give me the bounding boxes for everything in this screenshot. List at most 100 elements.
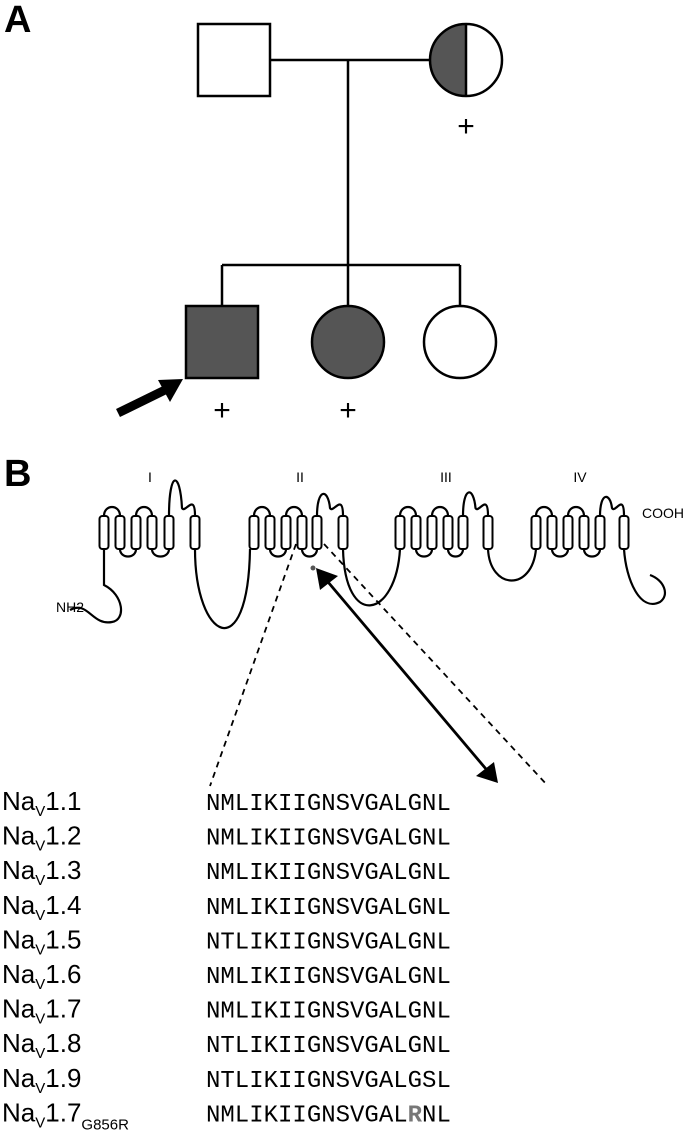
channel-name: NaV1.2	[2, 821, 81, 855]
channel-name-prefix: Na	[2, 786, 36, 816]
channel-name-prefix: Na	[2, 1028, 36, 1058]
channel-name-subscript: V	[35, 1114, 45, 1131]
channel-name: NaV1.3	[2, 855, 81, 889]
helix-d1-s6	[189, 515, 201, 550]
helix-d4-s6	[618, 515, 630, 550]
channel-name-prefix: Na	[2, 924, 36, 954]
daughter2-symbol	[422, 304, 498, 380]
helix-d4-s4	[578, 515, 590, 550]
helix-d2-s3	[280, 515, 292, 550]
channel-name-suffix: 1.6	[45, 959, 81, 989]
channel-name-prefix: Na	[2, 1063, 36, 1093]
helix-d1-s2	[114, 515, 126, 550]
c-terminus-label: COOH	[642, 505, 684, 521]
variant-subscript: G856R	[81, 1116, 129, 1133]
channel-name: NaV1.8	[2, 1028, 81, 1062]
helix-d3-s6	[482, 515, 494, 550]
alignment-row: NaV1.7 NMLIKIIGNSVGALGNL	[2, 994, 451, 1028]
channel-name-suffix: 1.2	[45, 821, 81, 851]
proband-marker: +	[213, 394, 231, 427]
helix-d2-s4	[296, 515, 308, 550]
sequence-after: NL	[422, 1102, 451, 1129]
channel-name: NaV1.6	[2, 959, 81, 993]
channel-name-subscript: V	[35, 941, 45, 958]
sequence: NMLIKIIGNSVGALGNL	[206, 791, 451, 818]
sequence: NMLIKIIGNSVGALGNL	[206, 999, 451, 1026]
helix-d1-s4	[146, 515, 158, 550]
daughter-symbol	[310, 304, 386, 380]
proband-symbol	[184, 304, 260, 380]
mutated-residue: R	[408, 1102, 423, 1129]
n-terminus-label: NH2	[56, 599, 84, 615]
sequence: NTLIKIIGNSVGALGNL	[206, 929, 451, 956]
channel-name-subscript: V	[35, 1045, 45, 1062]
domain-label-iv: IV	[573, 469, 587, 485]
channel-name-suffix: 1.9	[45, 1063, 81, 1093]
channel-name-prefix: Na	[2, 994, 36, 1024]
channel-name-suffix: 1.7	[45, 1097, 81, 1127]
channel-name-subscript: V	[35, 803, 45, 820]
alignment-row: NaV1.7G856R NMLIKIIGNSVGALRNL	[2, 1097, 451, 1133]
domain-label-i: I	[148, 469, 152, 485]
alignment-row: NaV1.9 NTLIKIIGNSVGALGSL	[2, 1063, 451, 1097]
domain-label-ii: II	[296, 469, 304, 485]
sequence: NTLIKIIGNSVGALGNL	[206, 1033, 451, 1060]
sequence: NMLIKIIGNSVGALGNL	[206, 964, 451, 991]
panel-b-label: B	[4, 453, 31, 495]
channel-backbone	[69, 479, 667, 630]
helix-d1-s1	[98, 515, 110, 550]
channel-name-suffix: 1.8	[45, 1028, 81, 1058]
helix-d3-s2	[410, 515, 422, 550]
channel-name-prefix: Na	[2, 890, 36, 920]
channel-name-suffix: 1.1	[45, 786, 81, 816]
sequence: NMLIKIIGNSVGALGNL	[206, 860, 451, 887]
father-symbol	[196, 22, 272, 98]
helix-d2-s6	[337, 515, 349, 550]
helix-d2-s2	[264, 515, 276, 550]
channel-name-subscript: V	[35, 1080, 45, 1097]
helix-d2-s5	[311, 515, 323, 550]
mother-symbol	[428, 22, 504, 98]
channel-name-prefix: Na	[2, 855, 36, 885]
domain-label-iii: III	[440, 469, 452, 485]
channel-name-subscript: V	[35, 872, 45, 889]
channel-name-subscript: V	[35, 976, 45, 993]
alignment-row: NaV1.1 NMLIKIIGNSVGALGNL	[2, 786, 451, 820]
helix-d3-s3	[426, 515, 438, 550]
helix-d2-s1	[248, 515, 260, 550]
channel-name-suffix: 1.5	[45, 924, 81, 954]
channel-name: NaV1.4	[2, 890, 81, 924]
helix-d1-s5	[163, 515, 175, 550]
helix-d1-s3	[130, 515, 142, 550]
sequence: NTLIKIIGNSVGALGSL	[206, 1068, 451, 1095]
channel-name-suffix: 1.4	[45, 890, 81, 920]
sequence-before: NMLIKIIGNSVGAL	[206, 1102, 408, 1129]
channel-name: NaV1.1	[2, 786, 81, 820]
helix-d4-s3	[562, 515, 574, 550]
channel-helices	[98, 515, 630, 550]
panel-a-label: A	[4, 0, 31, 41]
channel-name-prefix: Na	[2, 821, 36, 851]
sequence: NMLIKIIGNSVGALRNL	[206, 1102, 451, 1129]
proband-arrow-icon	[116, 379, 183, 418]
alignment-row: NaV1.5 NTLIKIIGNSVGALGNL	[2, 924, 451, 958]
helix-d3-s1	[394, 515, 406, 550]
helix-d4-s1	[530, 515, 542, 550]
channel-name: NaV1.9	[2, 1063, 81, 1097]
mutation-site-marker	[310, 565, 316, 571]
channel-name-subscript: V	[35, 1011, 45, 1028]
alignment-row: NaV1.3 NMLIKIIGNSVGALGNL	[2, 855, 451, 889]
channel-name-suffix: 1.3	[45, 855, 81, 885]
pedigree	[184, 22, 504, 380]
sequence: NMLIKIIGNSVGALGNL	[206, 826, 451, 853]
channel-name: NaV1.7	[2, 994, 81, 1028]
alignment-row: NaV1.2 NMLIKIIGNSVGALGNL	[2, 821, 451, 855]
alignment-row: NaV1.4 NMLIKIIGNSVGALGNL	[2, 890, 451, 924]
alignment-row: NaV1.8 NTLIKIIGNSVGALGNL	[2, 1028, 451, 1062]
channel-name-prefix: Na	[2, 1097, 36, 1127]
mother-marker: +	[457, 110, 475, 143]
alignment-row: NaV1.6 NMLIKIIGNSVGALGNL	[2, 959, 451, 993]
channel-name: NaV1.7G856R	[2, 1097, 129, 1133]
sequence: NMLIKIIGNSVGALGNL	[206, 895, 451, 922]
